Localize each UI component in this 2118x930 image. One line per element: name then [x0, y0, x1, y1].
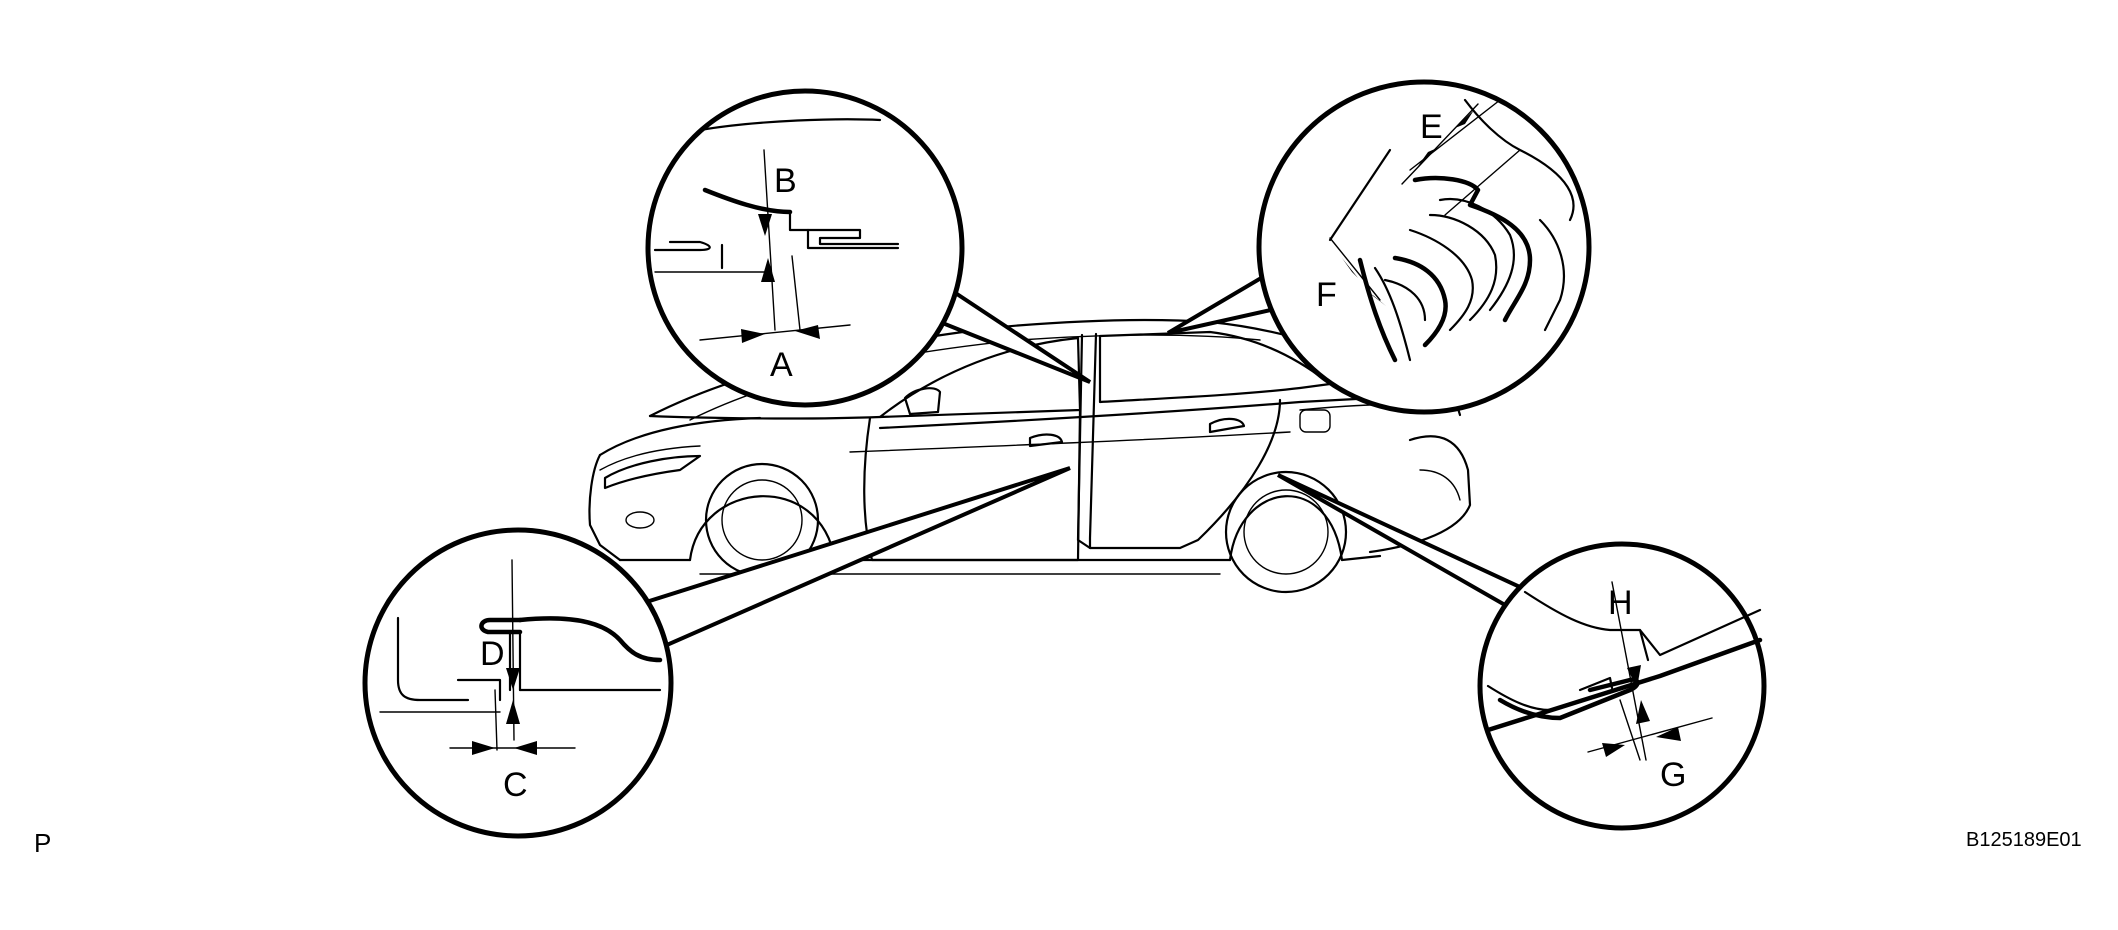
arrow-f-2	[1368, 292, 1386, 306]
arrow-a-left	[795, 325, 820, 339]
label-e: E	[1420, 108, 1443, 146]
connector-gh	[1277, 473, 1545, 631]
callout-circle-ab: B A	[645, 88, 965, 408]
label-a: A	[770, 346, 793, 384]
label-d: D	[480, 635, 505, 673]
arrow-g-right	[1602, 743, 1625, 757]
callout-circle-gh: H G	[1477, 541, 1767, 831]
measure-line-e	[1401, 103, 1479, 185]
arrow-g-left	[1656, 727, 1681, 741]
measure-line-a-vertical	[791, 255, 801, 331]
label-g: G	[1660, 756, 1686, 794]
arrow-e-2	[1418, 148, 1437, 166]
arrow-e-1	[1455, 110, 1474, 128]
label-c: C	[503, 766, 528, 804]
figure-code: B125189E01	[1966, 829, 2082, 851]
arrow-b-down	[758, 214, 772, 236]
label-f: F	[1316, 276, 1337, 314]
arrow-d-up	[506, 700, 520, 724]
callout-circle-ef: E F	[1256, 79, 1592, 415]
corner-mark: P	[34, 828, 51, 858]
arrow-h-down	[1627, 665, 1641, 688]
arrow-c-left	[514, 741, 537, 755]
arrow-h-up	[1636, 700, 1650, 724]
measure-line-f	[1329, 237, 1381, 301]
arrow-d-down	[506, 668, 520, 690]
arrow-a-right	[741, 329, 765, 343]
measure-line-e-lower	[1444, 149, 1521, 216]
measure-line-b-vertical	[763, 149, 776, 331]
connector-cd	[637, 466, 1071, 651]
label-b: B	[774, 162, 797, 200]
arrow-c-right	[472, 741, 495, 755]
measure-line-a	[699, 324, 851, 341]
callout-circle-cd: D C	[362, 527, 674, 839]
arrow-f-1	[1342, 258, 1358, 278]
arrow-b-up	[761, 258, 775, 282]
label-h: H	[1608, 584, 1633, 622]
